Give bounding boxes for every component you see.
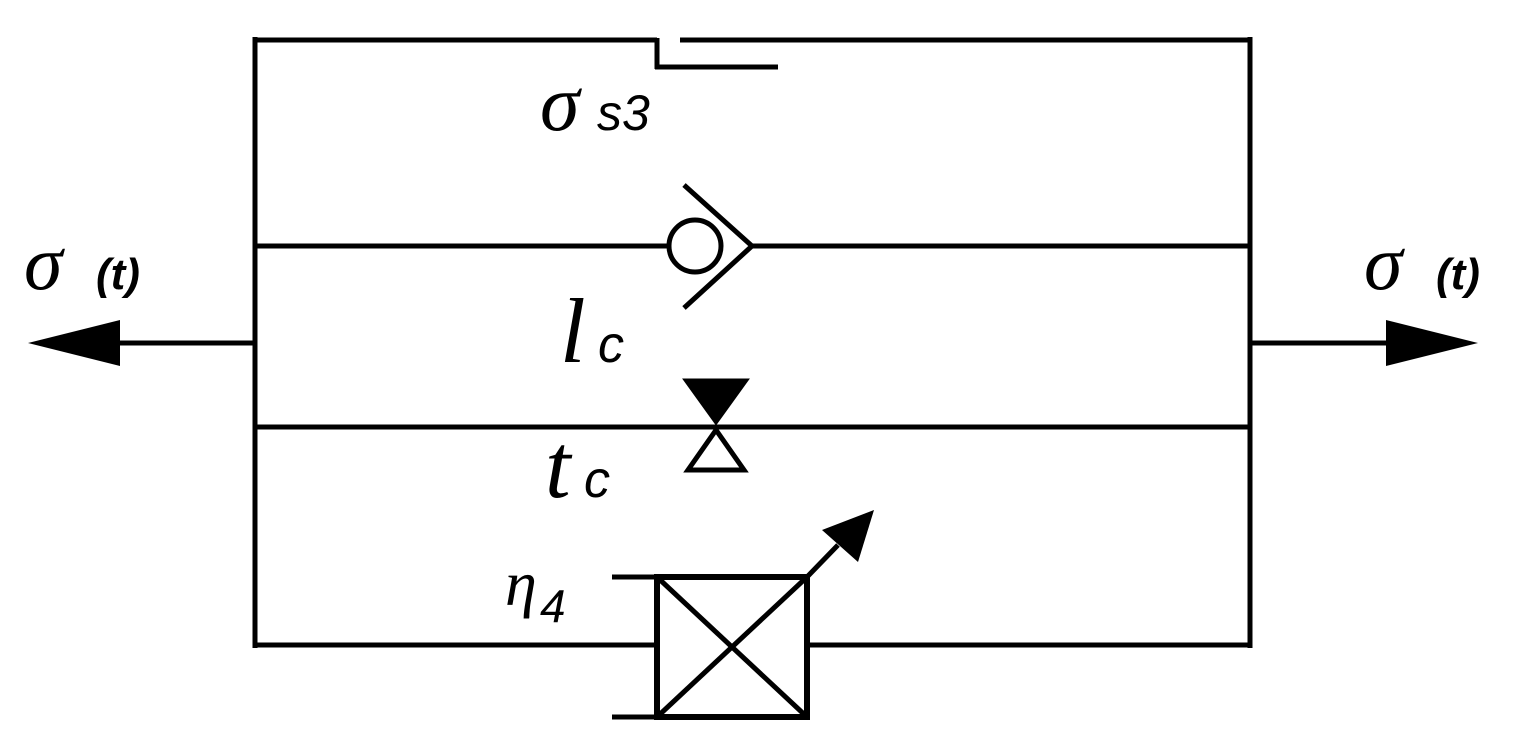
left-force-arrow [28,320,255,366]
valve-sub: c [584,451,610,509]
damper-sub: 4 [540,580,566,632]
right-arrowhead-icon [1386,320,1478,366]
left-sigma-label: σ [24,219,65,306]
check-sub: c [598,316,624,374]
variable-arrow-icon [822,510,874,562]
left-sigma-sub: (t) [96,250,140,299]
check-label: l [560,280,586,382]
ball-icon [666,217,724,275]
right-force-arrow [1250,320,1478,366]
check-chevron-icon [682,183,756,310]
slider-label: σ [540,60,582,148]
slider-branch [253,37,1252,70]
right-sigma-sub: (t) [1436,250,1480,299]
slider-sub: s3 [597,85,650,141]
valve-branch [253,378,1252,473]
valve-lower-triangle-icon [683,425,749,473]
right-sigma-label: σ [1364,219,1405,306]
left-arrowhead-icon [28,320,120,366]
valve-label: t [545,415,573,517]
check-element-branch [253,183,1252,310]
damper-branch [253,510,1252,720]
valve-upper-triangle-icon [682,378,750,426]
damper-label: η [505,548,537,619]
